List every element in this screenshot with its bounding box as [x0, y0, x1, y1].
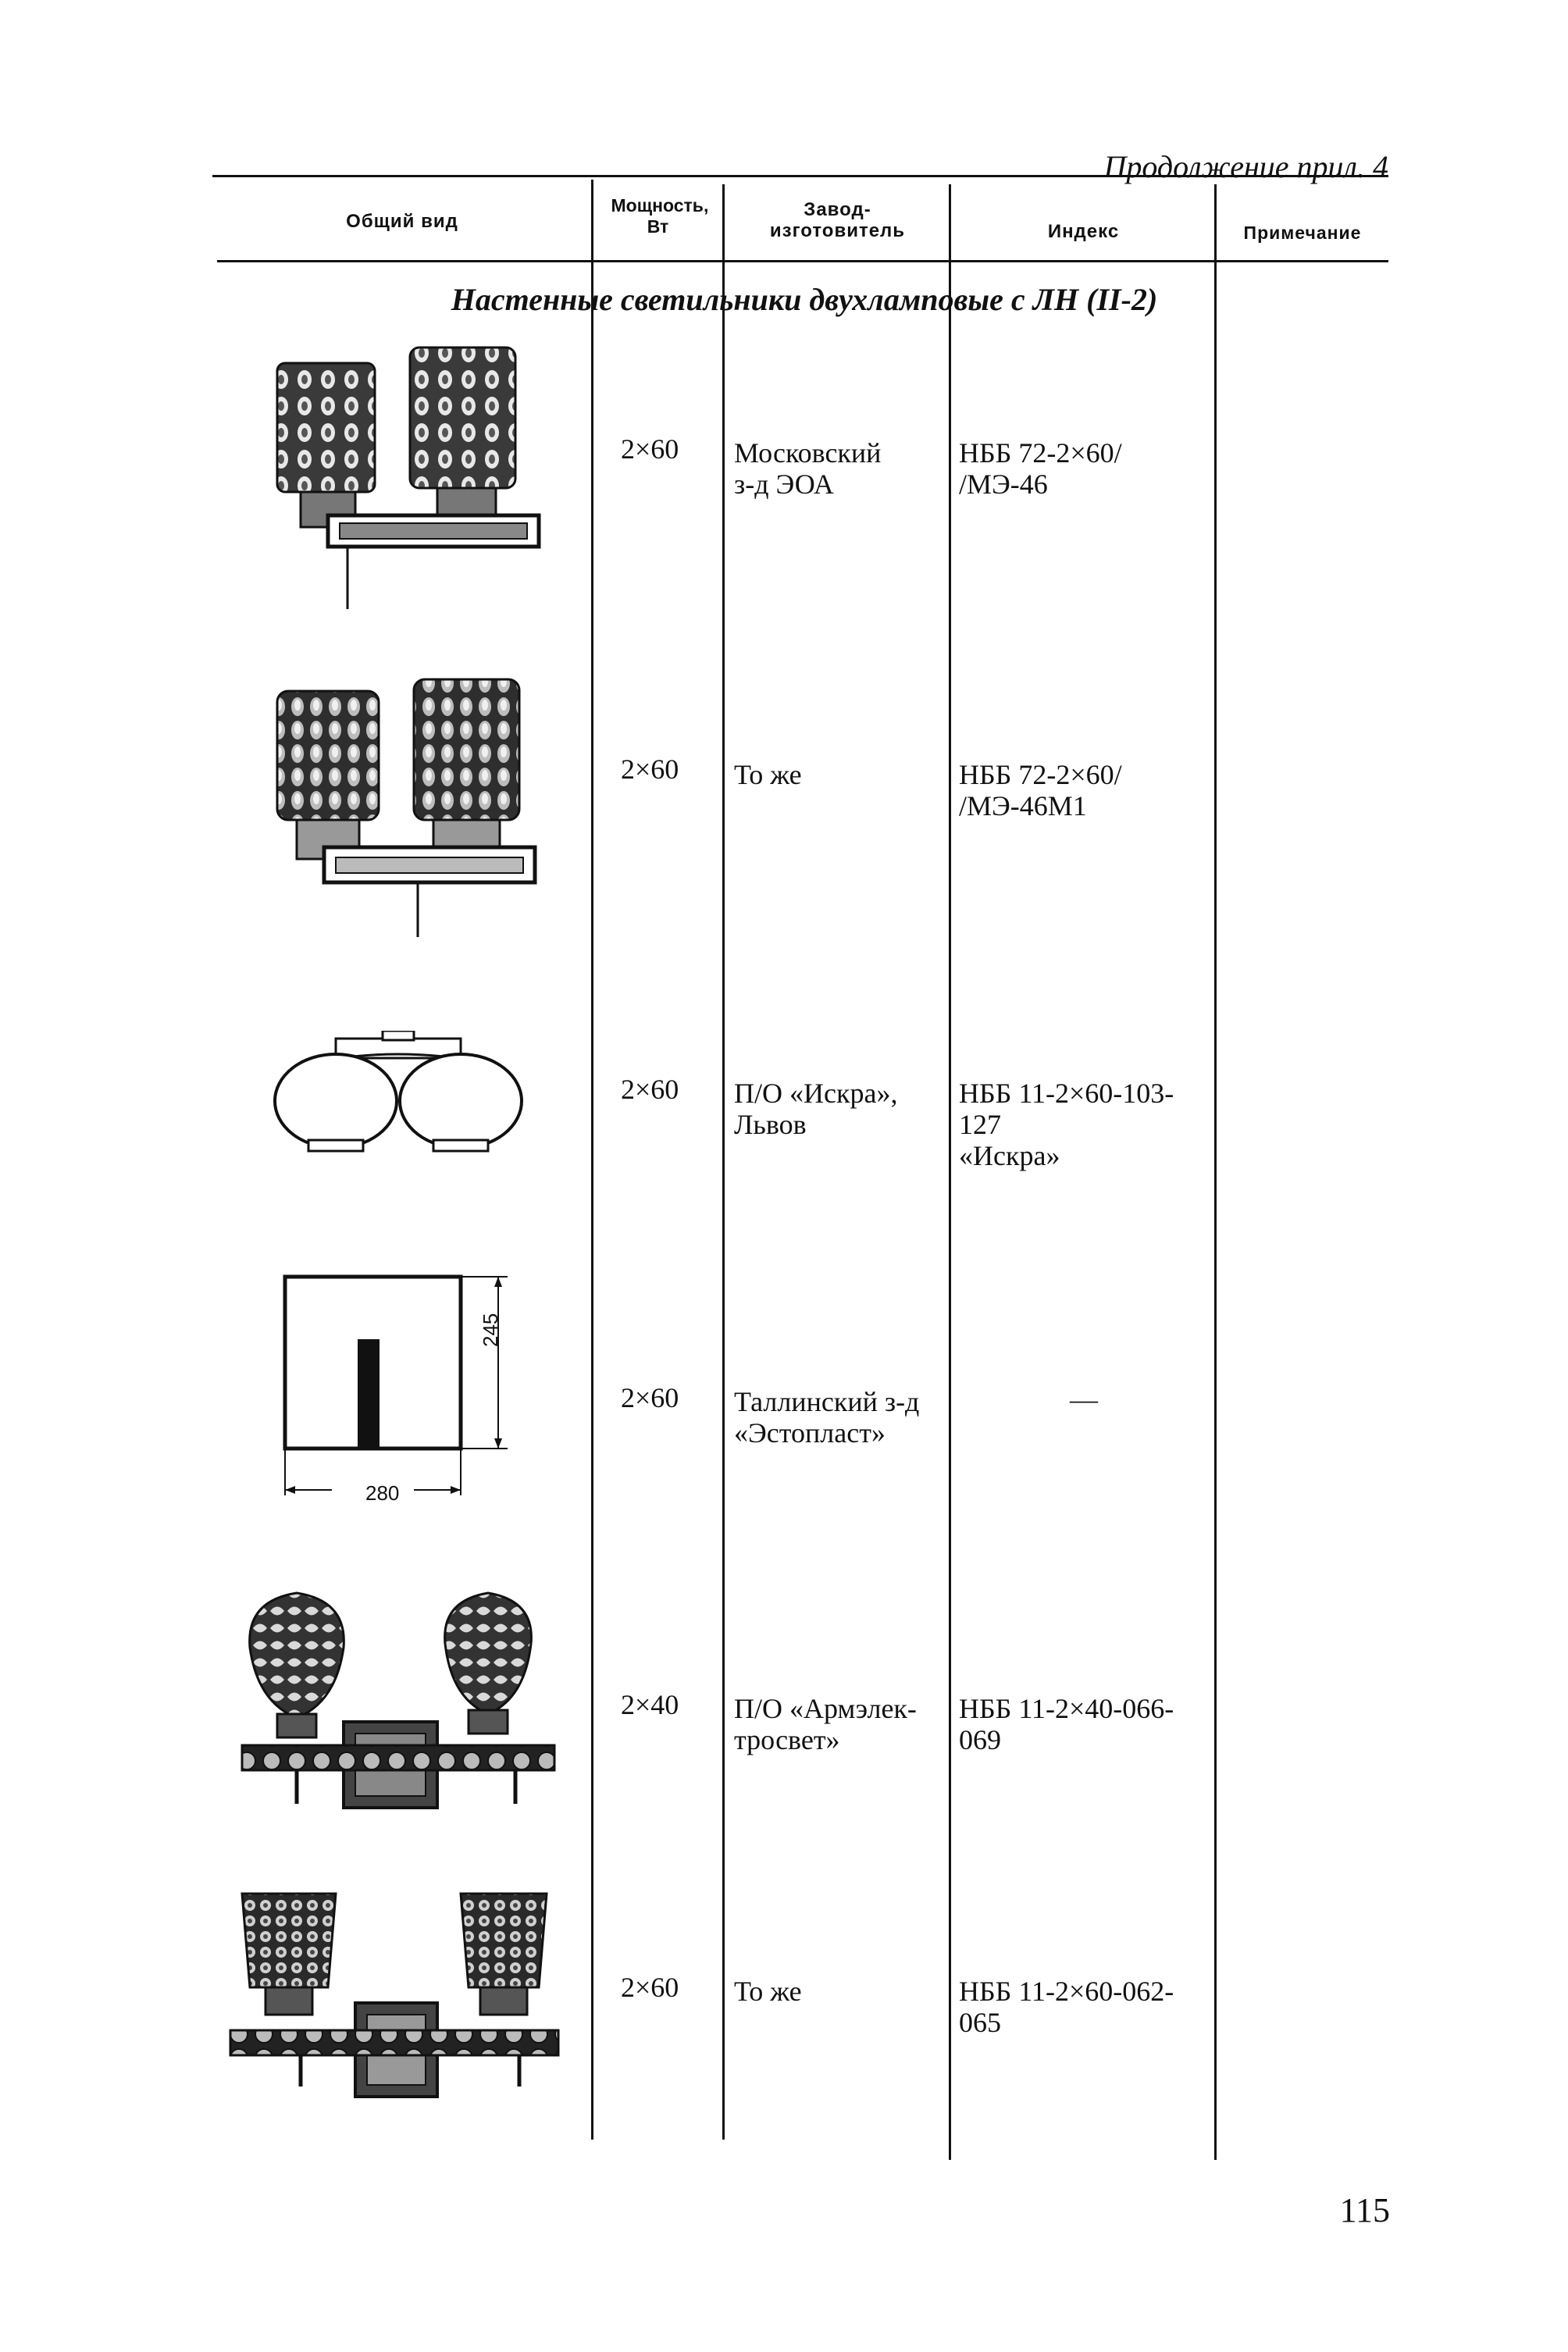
header-note: Примечание	[1243, 223, 1362, 243]
row-2-index: НББ 72-2×60/ /МЭ-46М1	[959, 759, 1122, 821]
row-3-index-line-1: НББ 11-2×60-103-	[959, 1078, 1174, 1109]
header-power-text: Мощность, Вт	[611, 195, 709, 237]
column-divider-1	[591, 180, 593, 2140]
row-1-maker: Московский з-д ЭОА	[734, 437, 881, 500]
lamp-figure-1	[269, 340, 558, 629]
row-4-maker-line-2: «Эстопласт»	[734, 1417, 886, 1449]
row-2-index-line-2: /МЭ-46М1	[959, 790, 1087, 821]
page-number: 115	[1339, 2191, 1390, 2229]
row-5-power: 2×40	[621, 1689, 679, 1720]
row-4-maker-line-1: Таллинский з-д	[734, 1386, 920, 1417]
table-top-rule	[212, 175, 1388, 177]
header-bottom-rule	[217, 260, 1388, 262]
row-6-maker-line-1: То же	[734, 1976, 802, 2007]
continuation-label: Продолжение прил. 4	[1103, 149, 1388, 184]
row-3-index-line-2: 127	[959, 1109, 1001, 1140]
dimension-width-label: 280	[365, 1481, 400, 1505]
section-title: Настенные светильники двухламповые с ЛН …	[451, 282, 1158, 317]
row-1-index-line-2: /МЭ-46	[959, 469, 1048, 500]
header-view: Общий вид	[346, 211, 458, 232]
row-1-maker-line-1: Московский	[734, 437, 882, 469]
row-6-power: 2×60	[621, 1972, 679, 2003]
row-6-index-line-2: 065	[959, 2007, 1001, 2038]
row-5-maker: П/О «Армэлек- тросвет»	[734, 1693, 917, 1755]
row-4-power: 2×60	[621, 1382, 679, 1413]
row-5-index-line-2: 069	[959, 1724, 1001, 1755]
header-maker-text: Завод-изготовитель	[769, 199, 906, 241]
column-divider-4	[1214, 184, 1217, 2160]
dimension-height-label: 245	[479, 1313, 502, 1347]
header-power: Мощность, Вт	[593, 195, 722, 237]
row-2-power: 2×60	[621, 754, 679, 785]
row-3-maker-line-2: Львов	[734, 1109, 807, 1140]
row-3-power: 2×60	[621, 1074, 679, 1105]
row-3-maker: П/О «Искра», Львов	[734, 1078, 897, 1140]
lamp-figure-5	[234, 1585, 562, 1819]
row-1-power: 2×60	[621, 433, 679, 465]
row-3-index: НББ 11-2×60-103- 127 «Искра»	[959, 1078, 1174, 1171]
row-4-maker: Таллинский з-д «Эстопласт»	[734, 1386, 919, 1449]
row-5-maker-line-1: П/О «Армэлек-	[734, 1693, 917, 1724]
row-1-maker-line-2: з-д ЭОА	[734, 469, 834, 500]
row-6-index-line-1: НББ 11-2×60-062-	[959, 1976, 1174, 2007]
row-5-maker-line-2: тросвет»	[734, 1724, 840, 1755]
row-6-index: НББ 11-2×60-062- 065	[959, 1976, 1174, 2038]
lamp-figure-3	[269, 1031, 527, 1164]
row-1-index: НББ 72-2×60/ /МЭ-46	[959, 437, 1122, 500]
row-1-index-line-1: НББ 72-2×60/	[959, 437, 1122, 469]
row-4-index: —	[1070, 1384, 1098, 1415]
row-3-maker-line-1: П/О «Искра»,	[734, 1078, 898, 1109]
column-divider-3	[949, 184, 951, 2160]
row-3-index-line-3: «Искра»	[959, 1140, 1060, 1171]
lamp-figure-2	[269, 672, 558, 945]
row-2-maker: То же	[734, 759, 802, 790]
header-maker: Завод-изготовитель	[726, 199, 949, 241]
column-divider-2	[722, 184, 725, 2140]
row-2-index-line-1: НББ 72-2×60/	[959, 759, 1122, 790]
row-6-maker: То же	[734, 1976, 802, 2007]
lamp-figure-4	[269, 1265, 535, 1515]
row-5-index-line-1: НББ 11-2×40-066-	[959, 1693, 1174, 1724]
lamp-figure-6	[226, 1882, 562, 2108]
header-index: Индекс	[1047, 221, 1120, 242]
row-2-maker-line-1: То же	[734, 759, 802, 790]
row-5-index: НББ 11-2×40-066- 069	[959, 1693, 1174, 1755]
